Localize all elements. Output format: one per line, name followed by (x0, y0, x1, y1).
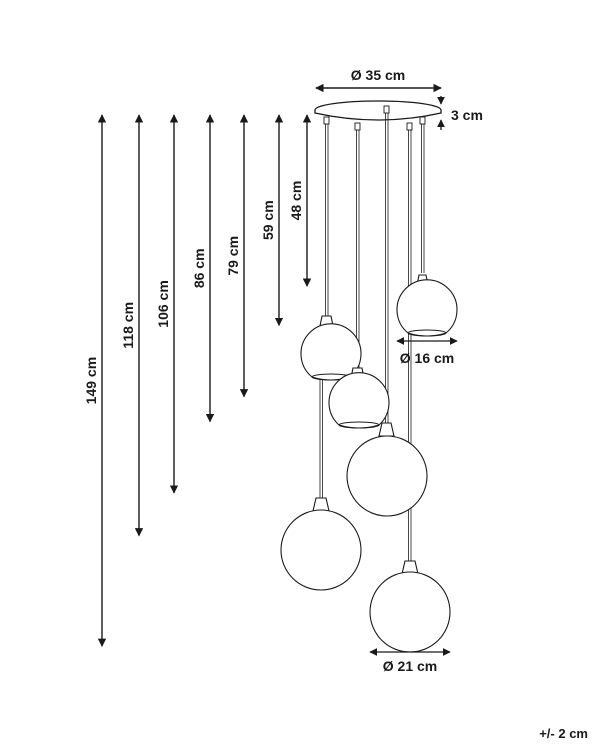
pendant-shade-large-left (280, 497, 362, 591)
large-shade-diameter-label: Ø 21 cm (383, 658, 437, 674)
large-shade-width-dimension: Ø 21 cm (369, 648, 451, 674)
drop-length-label: 149 cm (83, 357, 99, 404)
drop-length-label: 79 cm (225, 236, 241, 276)
small-shade-diameter-label: Ø 16 cm (400, 350, 454, 366)
canopy-width-dimension: Ø 35 cm (315, 67, 442, 93)
drop-length-label: 59 cm (260, 200, 276, 240)
drop-length-label: 106 cm (155, 280, 171, 327)
drop-length-label: 48 cm (288, 181, 304, 221)
drop-length-label: 118 cm (120, 302, 136, 349)
pendant-shade-small-right (396, 274, 458, 337)
tolerance-note: +/- 2 cm (539, 726, 588, 741)
drop-length-label: 86 cm (191, 248, 207, 288)
canopy-diameter-label: Ø 35 cm (351, 67, 405, 83)
pendant-shade-small-middle (328, 367, 390, 429)
small-shade-width-dimension: Ø 16 cm (396, 337, 458, 366)
pendant-shade-large-middle (346, 422, 428, 517)
cable-mounts (323, 105, 426, 131)
pendant-shade-large-right (369, 560, 451, 653)
ceiling-canopy (314, 100, 442, 121)
canopy-height-dimension: 3 cm (437, 96, 483, 130)
canopy-height-label: 3 cm (451, 107, 483, 123)
drop-length-dimensions: 149 cm 118 cm 106 cm 86 cm 79 cm 59 cm 48 cm (83, 114, 312, 648)
